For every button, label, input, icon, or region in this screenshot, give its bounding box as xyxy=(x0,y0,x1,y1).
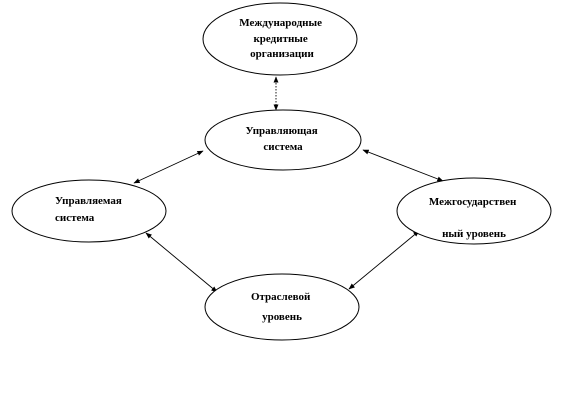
node-international-credit-orgs-line2: кредитные xyxy=(253,33,307,45)
svg-text:Управляющая система: Управляющая система xyxy=(246,125,321,153)
node-sectoral-level-line2: уровень xyxy=(262,311,302,323)
node-interstate-level-line1: Межгосударствен xyxy=(429,196,517,208)
node-managing-system-shape xyxy=(204,109,362,171)
edge-managing-to-managed-system xyxy=(133,150,204,184)
svg-text:Межгосударствен ный уров: Межгосударствен ный уровень xyxy=(429,196,519,240)
edge-managing-system-to-interstate-level xyxy=(362,149,444,182)
node-interstate-level-shape xyxy=(396,177,552,245)
edges xyxy=(133,76,444,293)
node-managing-system-line2: система xyxy=(263,141,303,153)
edge-managed-system-to-sectoral-level xyxy=(145,232,218,293)
svg-text:Отраслевой уровень: Отраслевой уровень xyxy=(251,291,313,323)
node-managed-system-shape xyxy=(11,179,167,243)
node-managed-system: Управляемая система xyxy=(11,179,167,243)
node-managing-system: Управляющая система xyxy=(204,109,362,171)
svg-text:Международные кредитные: Международные кредитные организации xyxy=(239,17,324,60)
node-managing-system-line1: Управляющая xyxy=(246,125,318,137)
node-sectoral-level-shape xyxy=(204,273,360,341)
node-sectoral-level-line1: Отраслевой xyxy=(251,291,311,303)
node-interstate-level: Межгосударствен ный уровень xyxy=(396,177,552,245)
node-managed-system-line1: Управляемая xyxy=(55,195,122,207)
node-international-credit-orgs-shape xyxy=(202,2,358,76)
svg-text:Управляемая система: Управляемая система xyxy=(55,195,125,224)
node-international-credit-orgs-line3: организации xyxy=(250,48,314,60)
node-international-credit-orgs: Международные кредитные организации xyxy=(202,2,358,76)
node-sectoral-level: Отраслевой уровень xyxy=(204,273,360,341)
node-interstate-level-line2: ный уровень xyxy=(442,228,506,240)
node-managed-system-line2: система xyxy=(55,212,95,224)
edge-sectoral-level-to-interstate-level xyxy=(348,230,420,290)
node-international-credit-orgs-line1: Международные xyxy=(239,17,322,29)
